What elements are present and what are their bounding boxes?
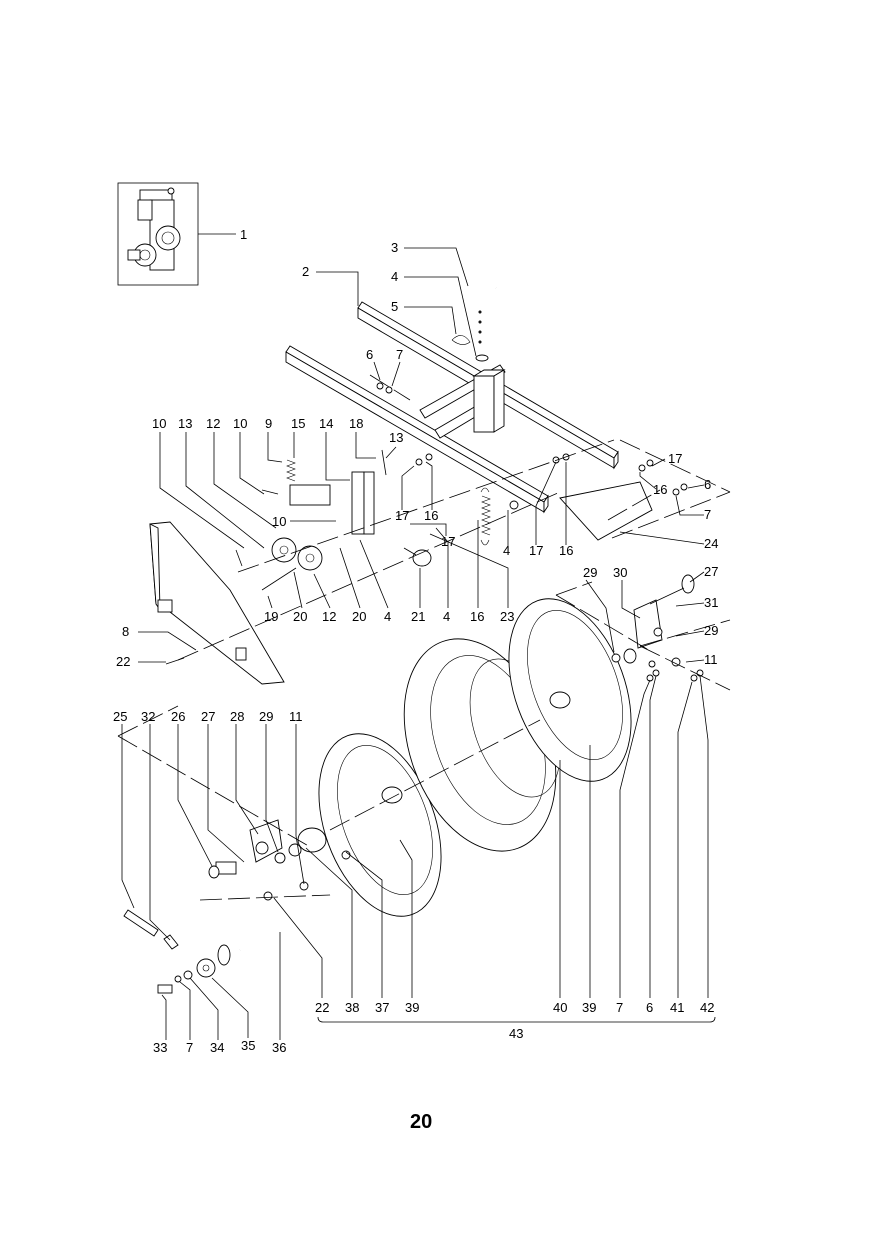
label-38: 38 — [345, 1000, 359, 1015]
label-9: 9 — [265, 416, 272, 431]
label-30: 30 — [613, 565, 627, 580]
label-4-handle: 4 — [391, 269, 398, 284]
label-41: 41 — [670, 1000, 684, 1015]
label-4-center: 4 — [503, 543, 510, 558]
label-16-top: 16 — [653, 482, 667, 497]
label-2: 2 — [302, 264, 309, 279]
label-43-assembly: 43 — [509, 1026, 523, 1041]
label-8: 8 — [122, 624, 129, 639]
label-4-c: 4 — [384, 609, 391, 624]
label-32: 32 — [141, 709, 155, 724]
label-12-b: 12 — [322, 609, 336, 624]
label-21: 21 — [411, 609, 425, 624]
label-6-frame: 6 — [366, 347, 373, 362]
label-3: 3 — [391, 240, 398, 255]
label-17-center: 17 — [441, 534, 455, 549]
label-13-a: 13 — [178, 416, 192, 431]
label-6-c: 6 — [646, 1000, 653, 1015]
label-14: 14 — [319, 416, 333, 431]
label-7-c: 7 — [616, 1000, 623, 1015]
label-17-mid: 17 — [395, 508, 409, 523]
label-19: 19 — [264, 609, 278, 624]
label-20-b: 20 — [352, 609, 366, 624]
label-40: 40 — [553, 1000, 567, 1015]
label-20-a: 20 — [293, 609, 307, 624]
label-35: 35 — [241, 1038, 255, 1053]
label-11-a: 11 — [704, 652, 718, 667]
sprocket-components — [165, 382, 704, 682]
label-36: 36 — [272, 1040, 286, 1055]
label-22-b: 22 — [315, 1000, 329, 1015]
label-7-right: 7 — [704, 507, 711, 522]
label-10-a: 10 — [152, 416, 166, 431]
label-4-d: 4 — [443, 609, 450, 624]
label-18: 18 — [349, 416, 363, 431]
label-27-b: 27 — [201, 709, 215, 724]
label-10-c: 10 — [272, 514, 286, 529]
label-16-mid: 16 — [424, 508, 438, 523]
label-17-top: 17 — [668, 451, 682, 466]
label-24: 24 — [704, 536, 718, 551]
label-15: 15 — [291, 416, 305, 431]
hub-components — [123, 819, 351, 994]
label-12-a: 12 — [206, 416, 220, 431]
label-42: 42 — [700, 1000, 714, 1015]
label-29-a: 29 — [583, 565, 597, 580]
label-13-b: 13 — [389, 430, 403, 445]
label-27-a: 27 — [704, 564, 718, 579]
label-26: 26 — [171, 709, 185, 724]
label-34: 34 — [210, 1040, 224, 1055]
label-22-a: 22 — [116, 654, 130, 669]
label-11-b: 11 — [289, 709, 303, 724]
part-labels: 1 2 3 4 5 6 7 10 13 12 10 9 15 14 18 13 … — [113, 227, 718, 1055]
page-number: 20 — [410, 1111, 432, 1133]
label-7-d: 7 — [186, 1040, 193, 1055]
label-31: 31 — [704, 595, 718, 610]
label-16-low: 16 — [559, 543, 573, 558]
label-29-c: 29 — [259, 709, 273, 724]
label-23: 23 — [500, 609, 514, 624]
label-5: 5 — [391, 299, 398, 314]
label-37: 37 — [375, 1000, 389, 1015]
label-6-right: 6 — [704, 477, 711, 492]
label-16-d: 16 — [470, 609, 484, 624]
label-28: 28 — [230, 709, 244, 724]
frame-assembly — [285, 282, 619, 546]
label-39-a: 39 — [405, 1000, 419, 1015]
label-25: 25 — [113, 709, 127, 724]
label-10-b: 10 — [233, 416, 247, 431]
wheel-assembly — [318, 598, 632, 917]
label-39-b: 39 — [582, 1000, 596, 1015]
leader-lines — [121, 247, 716, 1040]
label-29-b: 29 — [704, 623, 718, 638]
label-7-frame: 7 — [396, 347, 403, 362]
label-1: 1 — [240, 227, 247, 242]
label-33: 33 — [153, 1040, 167, 1055]
label-17-low: 17 — [529, 543, 543, 558]
side-shield — [149, 521, 285, 685]
inset-assembly-thumbnail — [117, 182, 236, 286]
